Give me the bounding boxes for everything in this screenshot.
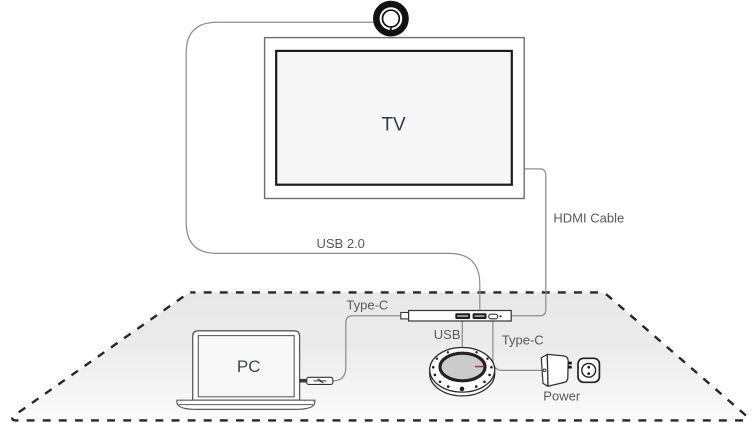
svg-text:PC: PC	[237, 357, 261, 376]
svg-text:Type-C: Type-C	[346, 298, 388, 313]
svg-text:HDMI Cable: HDMI Cable	[553, 210, 624, 225]
svg-text:USB 2.0: USB 2.0	[317, 236, 365, 251]
svg-text:TV: TV	[381, 115, 406, 136]
svg-text:Type-C: Type-C	[502, 333, 544, 348]
svg-text:Power: Power	[543, 388, 581, 403]
svg-text:USB: USB	[434, 327, 461, 342]
